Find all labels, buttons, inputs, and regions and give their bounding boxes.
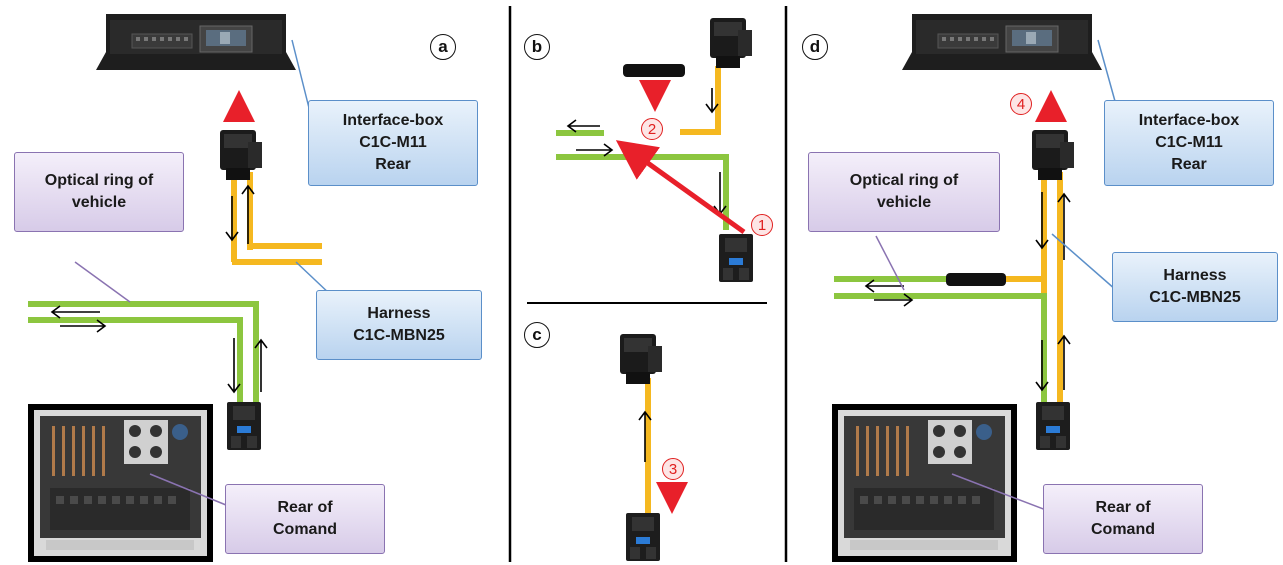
callout-line: Comand xyxy=(1091,521,1155,538)
callout-line: Rear of xyxy=(1095,499,1151,516)
interface-box-image-d xyxy=(901,13,1103,71)
black-fiber-plug-b xyxy=(623,64,685,77)
plug-connector-c xyxy=(626,513,660,561)
callout-interface-box-a: Interface-box C1C-M11 Rear xyxy=(308,100,478,186)
panel-letter-b: b xyxy=(524,34,550,60)
callout-optical-ring-a: Optical ring of vehicle xyxy=(14,152,184,232)
plug-connector-d xyxy=(1036,402,1070,450)
most-connector-a xyxy=(220,130,262,180)
step-badge-4: 4 xyxy=(1010,93,1032,115)
callout-line: Optical ring of xyxy=(44,172,154,189)
panel-letter-c: c xyxy=(524,322,550,348)
most-connector-b xyxy=(710,18,752,68)
red-arrow-diagonal-b xyxy=(615,140,746,235)
most-connector-d xyxy=(1032,130,1074,180)
callout-line: C1C-M11 xyxy=(1155,134,1223,151)
callout-line: vehicle xyxy=(71,194,127,211)
callout-harness-d: Harness C1C-MBN25 xyxy=(1112,252,1278,322)
panel-letter-a: a xyxy=(430,34,456,60)
comand-rear-image-a xyxy=(28,404,213,562)
callout-line: C1C-M11 xyxy=(359,134,427,151)
most-connector-c xyxy=(620,334,662,384)
callout-line: vehicle xyxy=(876,194,932,211)
callout-rear-of-comand-a: Rear of Comand xyxy=(225,484,385,554)
black-fiber-plug-d xyxy=(946,273,1006,286)
callout-line: Optical ring of xyxy=(849,172,959,189)
callout-line: Comand xyxy=(273,521,337,538)
comand-rear-image-d xyxy=(832,404,1017,562)
step-badge-2: 2 xyxy=(641,118,663,140)
callout-line: C1C-MBN25 xyxy=(353,327,445,344)
plug-connector-a xyxy=(227,402,261,450)
callout-line: Harness xyxy=(367,305,431,322)
panel-letter-d: d xyxy=(802,34,828,60)
callout-line: Rear of xyxy=(277,499,333,516)
callout-line: Rear xyxy=(375,156,411,173)
callout-line: Rear xyxy=(1171,156,1207,173)
callout-line: Interface-box xyxy=(1138,112,1240,129)
callout-interface-box-d: Interface-box C1C-M11 Rear xyxy=(1104,100,1274,186)
callout-harness-a: Harness C1C-MBN25 xyxy=(316,290,482,360)
callout-line: Interface-box xyxy=(342,112,444,129)
callout-line: Harness xyxy=(1163,267,1227,284)
step-badge-3: 3 xyxy=(662,458,684,480)
callout-optical-ring-d: Optical ring of vehicle xyxy=(808,152,1000,232)
callout-line: C1C-MBN25 xyxy=(1149,289,1241,306)
callout-rear-of-comand-d: Rear of Comand xyxy=(1043,484,1203,554)
step-badge-1: 1 xyxy=(751,214,773,236)
plug-connector-b xyxy=(719,234,753,282)
interface-box-image-a xyxy=(95,13,297,71)
